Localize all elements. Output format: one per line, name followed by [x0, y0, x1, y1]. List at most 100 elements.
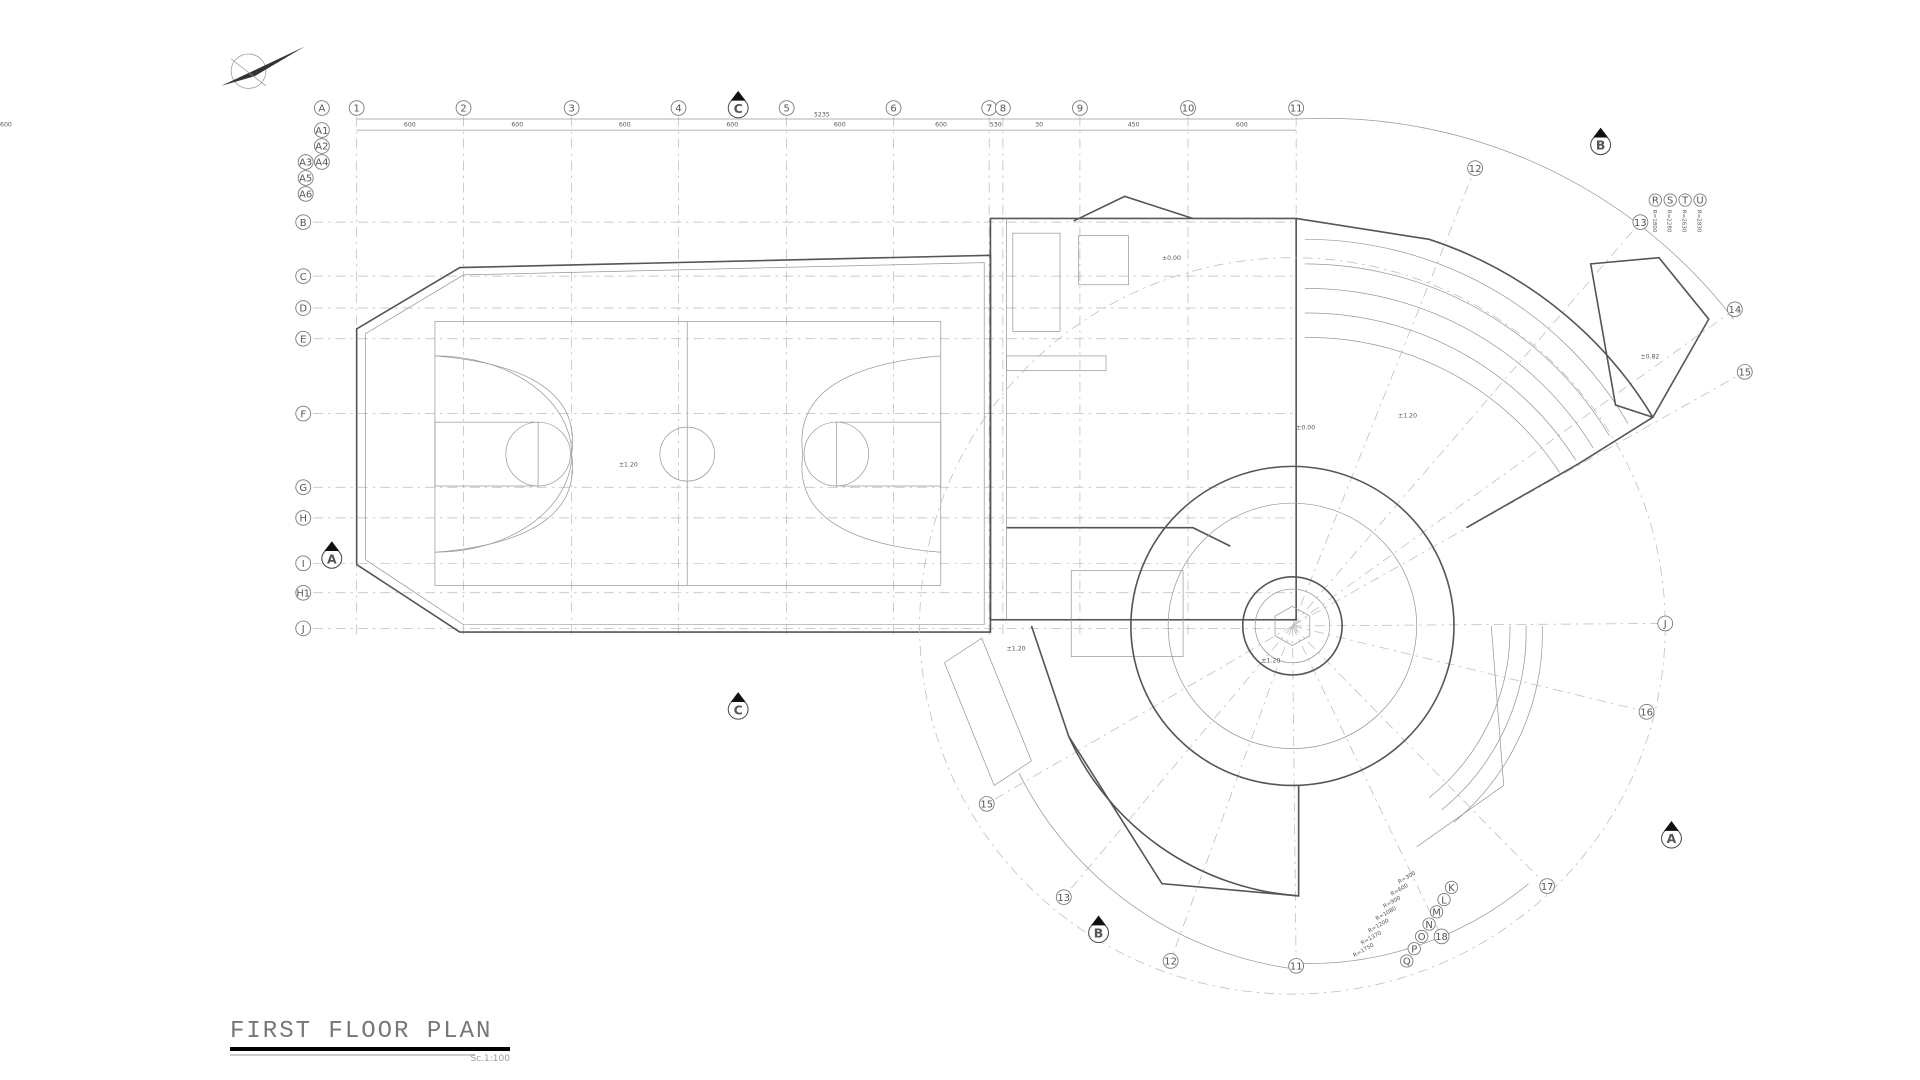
annotation-text: ±1.20: [619, 461, 638, 468]
grid-label-text: A5: [299, 174, 312, 185]
grid-label-text: F: [300, 409, 306, 420]
grid-label-text: A: [318, 104, 325, 115]
annotation-text: 450: [1128, 121, 1140, 128]
ring-grid-bubble: M: [1429, 905, 1444, 919]
annotation-text: ±0.00: [1296, 425, 1315, 432]
radial-grid-bubble: 14: [1726, 301, 1743, 318]
column-grid-bubble: 7: [981, 100, 998, 116]
grid-label-text: M: [1432, 908, 1441, 919]
row-grid-bubble: D: [295, 300, 312, 316]
ring-grid-bubble: P: [1407, 942, 1421, 955]
radial-grid-bubble: 18: [1433, 928, 1450, 945]
row-grid-bubble: A6: [297, 186, 314, 202]
grid-label-text: 4: [675, 104, 681, 115]
column-grid-bubble: 8: [994, 100, 1011, 116]
row-grid-bubble: A3: [297, 154, 314, 170]
grid-label-text: Q: [1403, 957, 1411, 968]
section-marker: B: [1088, 915, 1110, 944]
outer-ring-bubble: S: [1663, 193, 1677, 207]
annotation-text: ±0.82: [1640, 353, 1659, 360]
grid-label-text: 10: [1182, 104, 1195, 115]
row-grid-bubble: A4: [313, 154, 330, 170]
annotation-text: 600: [935, 121, 947, 128]
grid-label-text: C: [300, 272, 307, 283]
grid-label-text: R: [1652, 196, 1659, 207]
annotation-text: R=2630: [1681, 210, 1687, 233]
section-marker-label: A: [327, 552, 337, 566]
column-grid-bubble: 9: [1072, 100, 1088, 116]
radial-grid-bubble: 15: [1736, 364, 1753, 380]
outer-ring-bubble: R: [1648, 193, 1662, 207]
row-grid-bubble: H1: [295, 584, 312, 601]
grid-label-text: 13: [1634, 218, 1647, 229]
row-grid-bubble: A5: [297, 170, 314, 186]
grid-label-text: 7: [986, 104, 992, 115]
annotation-text: 600: [619, 121, 631, 128]
row-grid-bubble: J: [295, 620, 312, 637]
row-grid-bubble: B: [295, 214, 312, 230]
column-grid-bubble: 4: [670, 100, 687, 116]
column-grid-bubble: 1: [348, 100, 365, 116]
grid-label-text: 12: [1469, 164, 1482, 175]
auditorium-seating: [1296, 217, 1710, 529]
grid-label-text: 11: [1290, 104, 1303, 115]
rotunda: [919, 117, 1734, 995]
annotation-text: 600: [511, 121, 523, 128]
ring-grid-bubble: N: [1422, 917, 1436, 931]
north-arrow-icon: [221, 46, 305, 89]
annotation-text: R=2830: [1696, 210, 1702, 233]
grid-label-text: O: [1418, 932, 1426, 943]
annotation-text: R=300: [1397, 870, 1417, 885]
annotation-text: 600: [726, 121, 738, 128]
grid-label-text: P: [1411, 944, 1417, 955]
column-grid-bubble: 6: [885, 100, 902, 116]
annotation-text: 5235: [814, 112, 830, 119]
annotation-text: 530: [990, 121, 1002, 128]
section-marker-label: C: [734, 703, 743, 717]
grid-label-text: 18: [1435, 932, 1448, 943]
grid-label-text: 8: [1000, 104, 1006, 115]
grid-label-text: 14: [1729, 305, 1742, 316]
radial-grid-bubble: 12: [1467, 160, 1483, 176]
grid-label-text: A3: [299, 158, 312, 169]
grid-label-text: S: [1667, 196, 1673, 207]
radial-grid-bubble: 16: [1638, 704, 1655, 720]
annotation-text: 600: [0, 121, 12, 128]
section-marker: B: [1590, 127, 1612, 156]
grid-label-text: 15: [980, 800, 993, 811]
grid-label-text: 5: [783, 104, 789, 115]
row-grid-bubble: A1: [313, 122, 330, 138]
section-marker: A: [1661, 821, 1682, 849]
grid-label-text: H: [299, 514, 306, 525]
row-grid-bubble: A: [313, 100, 330, 116]
grid-label-text: 12: [1164, 957, 1177, 968]
row-grid-bubble: F: [295, 405, 312, 422]
dimension-lines: [356, 118, 1297, 131]
grid-label-text: 11: [1290, 962, 1303, 973]
annotation-text: 600: [404, 121, 416, 128]
section-marker: A: [321, 541, 343, 569]
row-grid-bubble: C: [295, 268, 312, 284]
radial-grid-bubble: 17: [1539, 878, 1556, 894]
section-marker-label: B: [1094, 927, 1103, 941]
grid-label-text: I: [302, 559, 305, 570]
column-grid-bubble: 2: [455, 100, 472, 116]
column-grid-bubble: 5: [778, 100, 795, 116]
grid-lines: [313, 116, 1745, 966]
annotation-text: ±1.20: [1398, 412, 1417, 419]
grid-label-text: 6: [890, 104, 896, 115]
row-grid-bubble: E: [295, 330, 312, 347]
gymnasium: [355, 254, 992, 633]
ring-grid-bubble: K: [1444, 880, 1459, 894]
annotation-text: ±1.20: [1261, 658, 1280, 665]
annotation-text: R=1800: [1651, 210, 1657, 233]
radial-grid-bubble: 11: [1288, 958, 1305, 974]
grid-label-text: 13: [1057, 893, 1070, 904]
basketball-court: [434, 321, 942, 586]
grid-label-text: A4: [315, 158, 328, 169]
grid-label-text: J: [1663, 619, 1667, 630]
column-grid-bubble: 3: [563, 100, 580, 116]
central-block: [989, 195, 1297, 657]
grid-label-text: A2: [315, 142, 328, 153]
grid-label-text: B: [300, 218, 307, 229]
